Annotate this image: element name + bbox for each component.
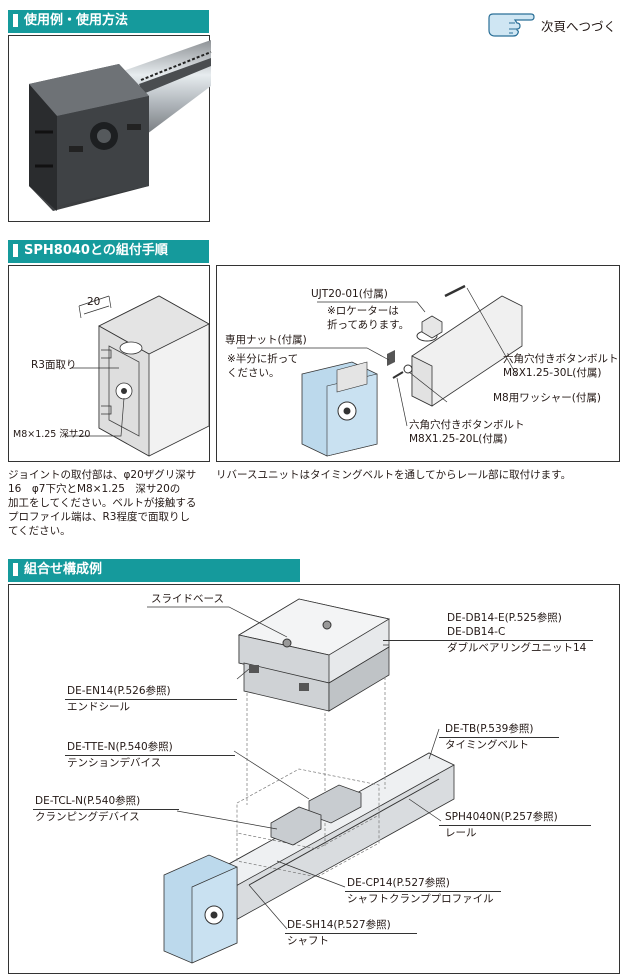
tcl-code: DE-TCL-N(P.540参照) bbox=[35, 795, 141, 807]
leader-underline bbox=[439, 737, 559, 738]
leader-underline bbox=[33, 809, 179, 810]
nut-label: 専用ナット(付属) bbox=[225, 334, 307, 346]
section-rule bbox=[8, 31, 209, 33]
tte-code: DE-TTE-N(P.540参照) bbox=[67, 741, 173, 753]
cp14-code: DE-CP14(P.527参照) bbox=[347, 877, 450, 889]
bolt30-label: 六角穴付きボタンボルト M8X1.25-30L(付属) bbox=[503, 353, 619, 379]
reverse-unit-drawing bbox=[237, 284, 523, 457]
leader-underline bbox=[65, 755, 235, 756]
db14-name: ダブルベアリングユニット14 bbox=[447, 642, 587, 654]
chamfer-label: R3面取り bbox=[31, 359, 77, 371]
tap-label: M8×1.25 深サ20 bbox=[13, 429, 91, 440]
ujt-note: ※ロケーターは 折ってあります。 bbox=[327, 305, 410, 331]
section-rule bbox=[8, 261, 209, 263]
tte-name: テンションデバイス bbox=[67, 757, 162, 769]
tb-name: タイミングベルト bbox=[445, 739, 529, 751]
assembly-right-diagram: UJT20-01(付属) ※ロケーターは 折ってあります。 専用ナット(付属) … bbox=[216, 265, 620, 462]
leader-underline bbox=[285, 933, 417, 934]
assembly-right-caption: リバースユニットはタイミングベルトを通してからレール部に取付けます。 bbox=[216, 469, 572, 481]
dimension-label: 20 bbox=[87, 296, 101, 308]
leader-underline bbox=[383, 640, 593, 641]
db14-code2: DE-DB14-C bbox=[447, 626, 506, 638]
ujt-label: UJT20-01(付属) bbox=[311, 288, 388, 300]
assembly-left-diagram: 20 R3面取り M8×1.25 深サ20 bbox=[8, 265, 210, 462]
leader-underline bbox=[439, 825, 591, 826]
usage-photo-frame bbox=[8, 35, 212, 222]
combination-drawing bbox=[147, 598, 455, 964]
cp14-name: シャフトクランププロファイル bbox=[347, 893, 494, 905]
sh14-code: DE-SH14(P.527参照) bbox=[287, 919, 391, 931]
leader-underline bbox=[345, 891, 501, 892]
leader-underline bbox=[65, 699, 237, 700]
combination-diagram: スライドベース DE-DB14-E(P.525参照) DE-DB14-C ダブル… bbox=[8, 584, 620, 974]
section-header-usage: 使用例・使用方法 bbox=[8, 10, 209, 31]
tcl-name: クランピングデバイス bbox=[35, 811, 140, 823]
bolt20-label: 六角穴付きボタンボルト M8X1.25-20L(付属) bbox=[409, 419, 525, 445]
tb-code: DE-TB(P.539参照) bbox=[445, 723, 534, 735]
db14-code1: DE-DB14-E(P.525参照) bbox=[447, 612, 562, 624]
en14-code: DE-EN14(P.526参照) bbox=[67, 685, 171, 697]
next-page-label: 次頁へつづく bbox=[540, 18, 616, 34]
rail-name: レール bbox=[445, 827, 477, 839]
washer-label: M8用ワッシャー(付属) bbox=[493, 392, 601, 404]
slide-base-label: スライドベース bbox=[151, 593, 224, 605]
section-rule bbox=[8, 580, 300, 582]
nut-note: ※半分に折って ください。 bbox=[227, 353, 299, 379]
pointing-hand-icon bbox=[488, 13, 535, 37]
rail-code: SPH4040N(P.257参照) bbox=[445, 811, 558, 823]
en14-name: エンドシール bbox=[67, 701, 130, 713]
profile-end-drawing bbox=[65, 295, 210, 457]
sh14-name: シャフト bbox=[287, 935, 329, 947]
section-header-combination: 組合せ構成例 bbox=[8, 559, 300, 580]
assembly-left-caption: ジョイントの取付部は、φ20ザグリ深サ 16 φ7下穴とM8×1.25 深サ20… bbox=[8, 469, 197, 537]
usage-photo bbox=[29, 40, 212, 211]
section-header-assembly: SPH8040との組付手順 bbox=[8, 240, 209, 261]
next-page-indicator: 次頁へつづく bbox=[487, 12, 616, 38]
